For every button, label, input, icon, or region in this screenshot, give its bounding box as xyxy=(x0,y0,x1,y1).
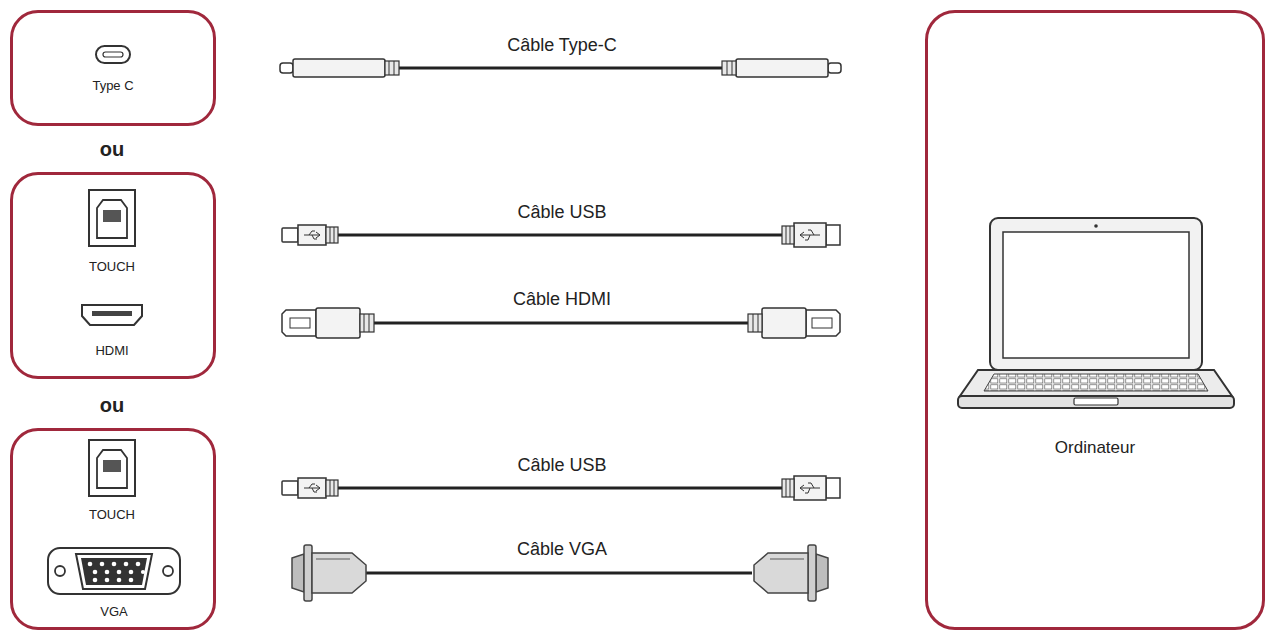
cable-label: Câble HDMI xyxy=(513,290,611,310)
cable-label: Câble VGA xyxy=(517,540,607,560)
type-c-cable xyxy=(280,59,841,77)
port-label: HDMI xyxy=(95,344,128,358)
port-label: TOUCH xyxy=(89,260,135,274)
hdmi-port-icon xyxy=(82,305,142,325)
port-box: TOUCH HDMI xyxy=(10,172,216,379)
usb-b-port-icon xyxy=(89,190,135,246)
usb-cable xyxy=(282,223,840,247)
port-box: TOUCH VGA xyxy=(10,428,216,630)
laptop-illustration xyxy=(958,218,1234,408)
vga-port-icon xyxy=(48,548,180,594)
cable-label: Câble Type-C xyxy=(507,36,617,56)
or-label: ou xyxy=(100,138,124,160)
type-c-port-icon xyxy=(96,46,130,63)
or-label: ou xyxy=(100,394,124,416)
cable-label: Câble USB xyxy=(517,203,606,223)
cable-label: Câble USB xyxy=(517,456,606,476)
port-label: TOUCH xyxy=(89,508,135,522)
device-label: Ordinateur xyxy=(1055,439,1135,458)
usb-b-port-icon xyxy=(89,440,135,496)
port-label: Type C xyxy=(92,79,133,93)
port-box: Type C xyxy=(10,10,216,126)
computer-box: Ordinateur xyxy=(925,10,1265,630)
usb-cable xyxy=(282,476,840,500)
port-label: VGA xyxy=(100,605,127,619)
hdmi-cable xyxy=(282,308,840,338)
